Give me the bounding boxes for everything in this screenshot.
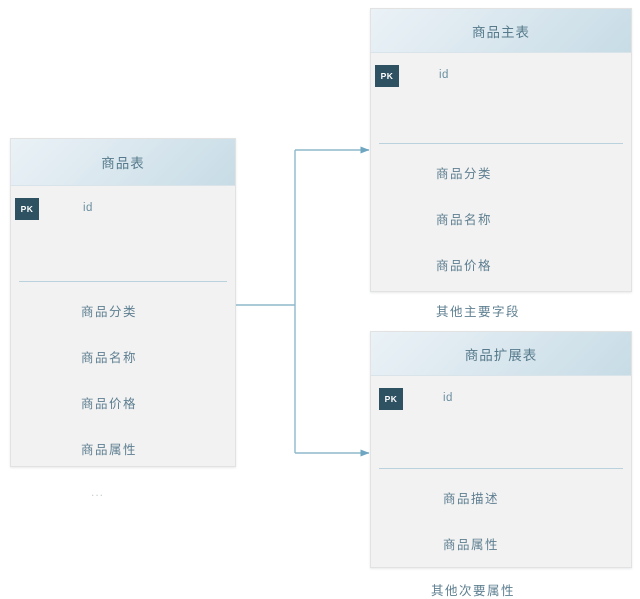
entity-product[interactable]: 商品表 PK id 商品分类 商品名称 商品价格 商品属性 ... [10,138,236,499]
pk-badge-icon: PK [15,198,39,220]
entity-product-pk-row[interactable]: PK id [11,186,235,234]
entity-product-divider [19,281,227,282]
entity-product-ext-divider [379,468,623,469]
entity-product-field-id: id [83,202,93,214]
entity-product-ext[interactable]: 商品扩展表 PK id 商品描述 商品属性 其他次要属性 [370,331,632,598]
entity-product-main-title: 商品主表 [371,9,631,53]
entity-product-field-3: 商品属性 [81,443,138,457]
pk-badge-icon: PK [379,388,403,410]
diagram-canvas: 商品表 PK id 商品分类 商品名称 商品价格 商品属性 ... 商品主表 P… [10,8,632,598]
entity-product-main-field-3: 其他主要字段 [436,305,521,319]
entity-product-ext-title: 商品扩展表 [371,332,631,376]
entity-product-body: PK id 商品分类 商品名称 商品价格 商品属性 ... [11,186,235,499]
entity-product-ext-field-2: 其他次要属性 [431,584,516,598]
entity-product-main-divider [379,143,623,144]
entity-product-field-4: ... [91,485,105,499]
entity-product-main-field-1: 商品名称 [436,213,493,227]
entity-product-ext-field-0: 商品描述 [443,492,500,506]
entity-product-main[interactable]: 商品主表 PK id 商品分类 商品名称 商品价格 其他主要字段 [370,8,632,319]
entity-product-field-1: 商品名称 [81,351,138,365]
entity-product-ext-field-1: 商品属性 [443,538,500,552]
entity-product-field-0: 商品分类 [81,305,138,319]
entity-product-main-field-id: id [439,69,449,81]
entity-product-ext-body: PK id 商品描述 商品属性 其他次要属性 [371,376,631,598]
entity-product-main-pk-row[interactable]: PK id [371,53,631,101]
entity-product-ext-pk-row[interactable]: PK id [371,376,631,424]
pk-badge-icon: PK [375,65,399,87]
entity-product-main-field-2: 商品价格 [436,259,493,273]
entity-product-ext-field-id: id [443,392,453,404]
entity-product-main-field-0: 商品分类 [436,167,493,181]
entity-product-main-body: PK id 商品分类 商品名称 商品价格 其他主要字段 [371,53,631,319]
entity-product-field-2: 商品价格 [81,397,138,411]
entity-product-title: 商品表 [11,139,235,186]
